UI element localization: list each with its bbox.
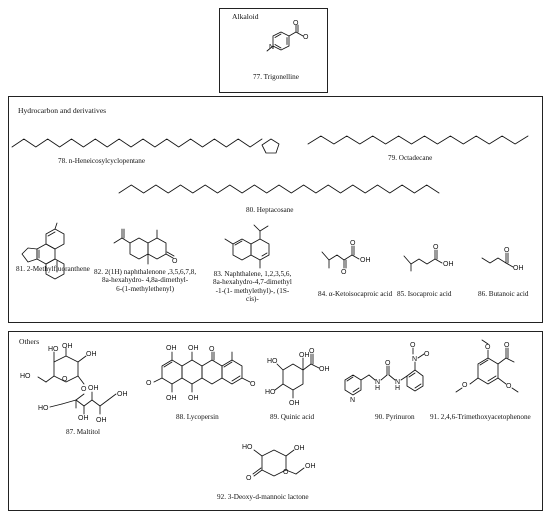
svg-text:HO: HO	[265, 389, 276, 396]
hydrocarbon-heading: Hydrocarbon and derivatives	[18, 106, 107, 115]
label-79: 79. Octadecane	[388, 154, 433, 162]
label-90: 90. Pyrinuron	[375, 413, 415, 421]
isocaproic-acid-structure: O OH	[403, 244, 454, 272]
trimethoxyacetophenone-structure: O O O O	[455, 339, 519, 393]
label-85: 85. Isocaproic acid	[397, 290, 452, 298]
alkaloid-heading: Alkaloid	[232, 12, 259, 21]
maltitol-structure: O HO OH OH HO O HO OH OH OH OH	[20, 343, 128, 424]
svg-text:O: O	[485, 344, 491, 351]
label-86: 86. Butanoic acid	[478, 290, 529, 298]
svg-text:O: O	[146, 380, 152, 387]
lycopersin-structure: O OH OH OH OH O O	[146, 345, 256, 402]
svg-text:OH: OH	[188, 395, 199, 402]
n-plus-atom: N	[269, 44, 274, 51]
svg-text:OH: OH	[117, 391, 128, 398]
trigonelline-structure: N O O	[266, 20, 309, 52]
alkaloid-section	[219, 8, 328, 93]
svg-text:H: H	[375, 385, 380, 392]
o-minus-atom: O	[303, 34, 309, 41]
svg-text:OH: OH	[86, 351, 97, 358]
butanoic-acid-structure: O OH	[481, 247, 524, 272]
svg-text:OH: OH	[96, 417, 107, 424]
svg-text:O: O	[424, 351, 430, 358]
heneicosylcyclopentane-structure	[11, 138, 280, 154]
others-heading: Others	[19, 337, 40, 346]
svg-text:O: O	[172, 258, 178, 265]
label-92: 92. 3-Deoxy-d-mannoic lactone	[217, 493, 309, 501]
svg-text:O: O	[506, 383, 512, 390]
svg-text:OH: OH	[78, 415, 89, 422]
svg-text:O: O	[433, 244, 439, 251]
svg-text:O: O	[209, 346, 215, 353]
label-80: 80. Heptacosane	[246, 206, 294, 214]
svg-text:OH: OH	[188, 345, 199, 352]
octadecane-structure	[307, 135, 529, 145]
svg-text:OH: OH	[294, 445, 305, 452]
deoxy-mannoic-lactone-structure: O O HO OH OH	[242, 444, 316, 482]
svg-text:O: O	[81, 386, 87, 393]
svg-text:OH: OH	[305, 463, 316, 470]
svg-text:O: O	[410, 342, 416, 349]
naphthalenone-structure: O	[113, 228, 178, 265]
svg-text:HO: HO	[267, 358, 278, 365]
svg-text:OH: OH	[166, 345, 177, 352]
svg-text:O: O	[385, 360, 391, 367]
heptacosane-structure	[118, 184, 440, 194]
svg-text:O: O	[350, 240, 356, 247]
others-section	[8, 331, 543, 511]
svg-text:OH: OH	[319, 366, 330, 373]
hydrocarbon-section	[8, 96, 543, 323]
label-83: 83. Naphthalene, 1,2,3,5,6, 8a-hexahydro…	[213, 270, 292, 304]
svg-text:O: O	[309, 348, 315, 355]
hexahydronaphthalene-structure	[224, 224, 270, 269]
pyrinuron-structure: N N H O N H N O O	[344, 342, 430, 404]
svg-text:OH: OH	[62, 343, 73, 350]
svg-text:N: N	[375, 379, 380, 386]
label-82: 82. 2(1H) naphthalenone ,3,5,6,7,8, 8a-h…	[94, 268, 197, 293]
svg-text:N: N	[395, 379, 400, 386]
svg-text:O: O	[462, 382, 468, 389]
svg-text:OH: OH	[513, 265, 524, 272]
svg-text:O: O	[246, 475, 252, 482]
svg-text:OH: OH	[443, 261, 454, 268]
svg-text:O: O	[250, 381, 256, 388]
svg-text:H: H	[395, 385, 400, 392]
label-91: 91. 2,4,6-Trimethoxyacetophenone	[430, 413, 531, 421]
svg-text:HO: HO	[242, 444, 253, 451]
ketoisocaproic-acid-structure: O O OH	[321, 240, 371, 276]
label-78: 78. n-Heneicosylcyclopentane	[58, 157, 146, 165]
svg-text:O: O	[283, 469, 289, 476]
svg-text:O: O	[504, 342, 510, 349]
svg-text:OH: OH	[289, 400, 300, 407]
svg-text:O: O	[62, 376, 68, 383]
label-84: 84. α-Ketoisocaproic acid	[318, 290, 393, 298]
svg-text:OH: OH	[166, 395, 177, 402]
label-88: 88. Lycopersin	[176, 413, 219, 421]
svg-text:HO: HO	[20, 373, 31, 380]
label-87: 87. Maltitol	[66, 428, 100, 436]
label-89: 89. Quinic acid	[270, 413, 315, 421]
svg-text:HO: HO	[38, 405, 49, 412]
svg-text:O: O	[504, 247, 510, 254]
quinic-acid-structure: OH O OH HO HO OH	[265, 348, 330, 407]
svg-text:OH: OH	[360, 257, 371, 264]
label-77: 77. Trigonelline	[253, 73, 299, 81]
svg-text:N: N	[350, 397, 355, 404]
methylfluoranthene-structure	[21, 222, 65, 280]
carbonyl-o-atom: O	[293, 20, 299, 27]
label-81: 81. 2-Methylfluoranthene	[16, 265, 90, 273]
svg-text:OH: OH	[299, 352, 310, 359]
svg-text:O: O	[341, 269, 347, 276]
svg-text:OH: OH	[88, 385, 99, 392]
svg-text:HO: HO	[48, 346, 59, 353]
svg-text:N: N	[412, 356, 417, 363]
